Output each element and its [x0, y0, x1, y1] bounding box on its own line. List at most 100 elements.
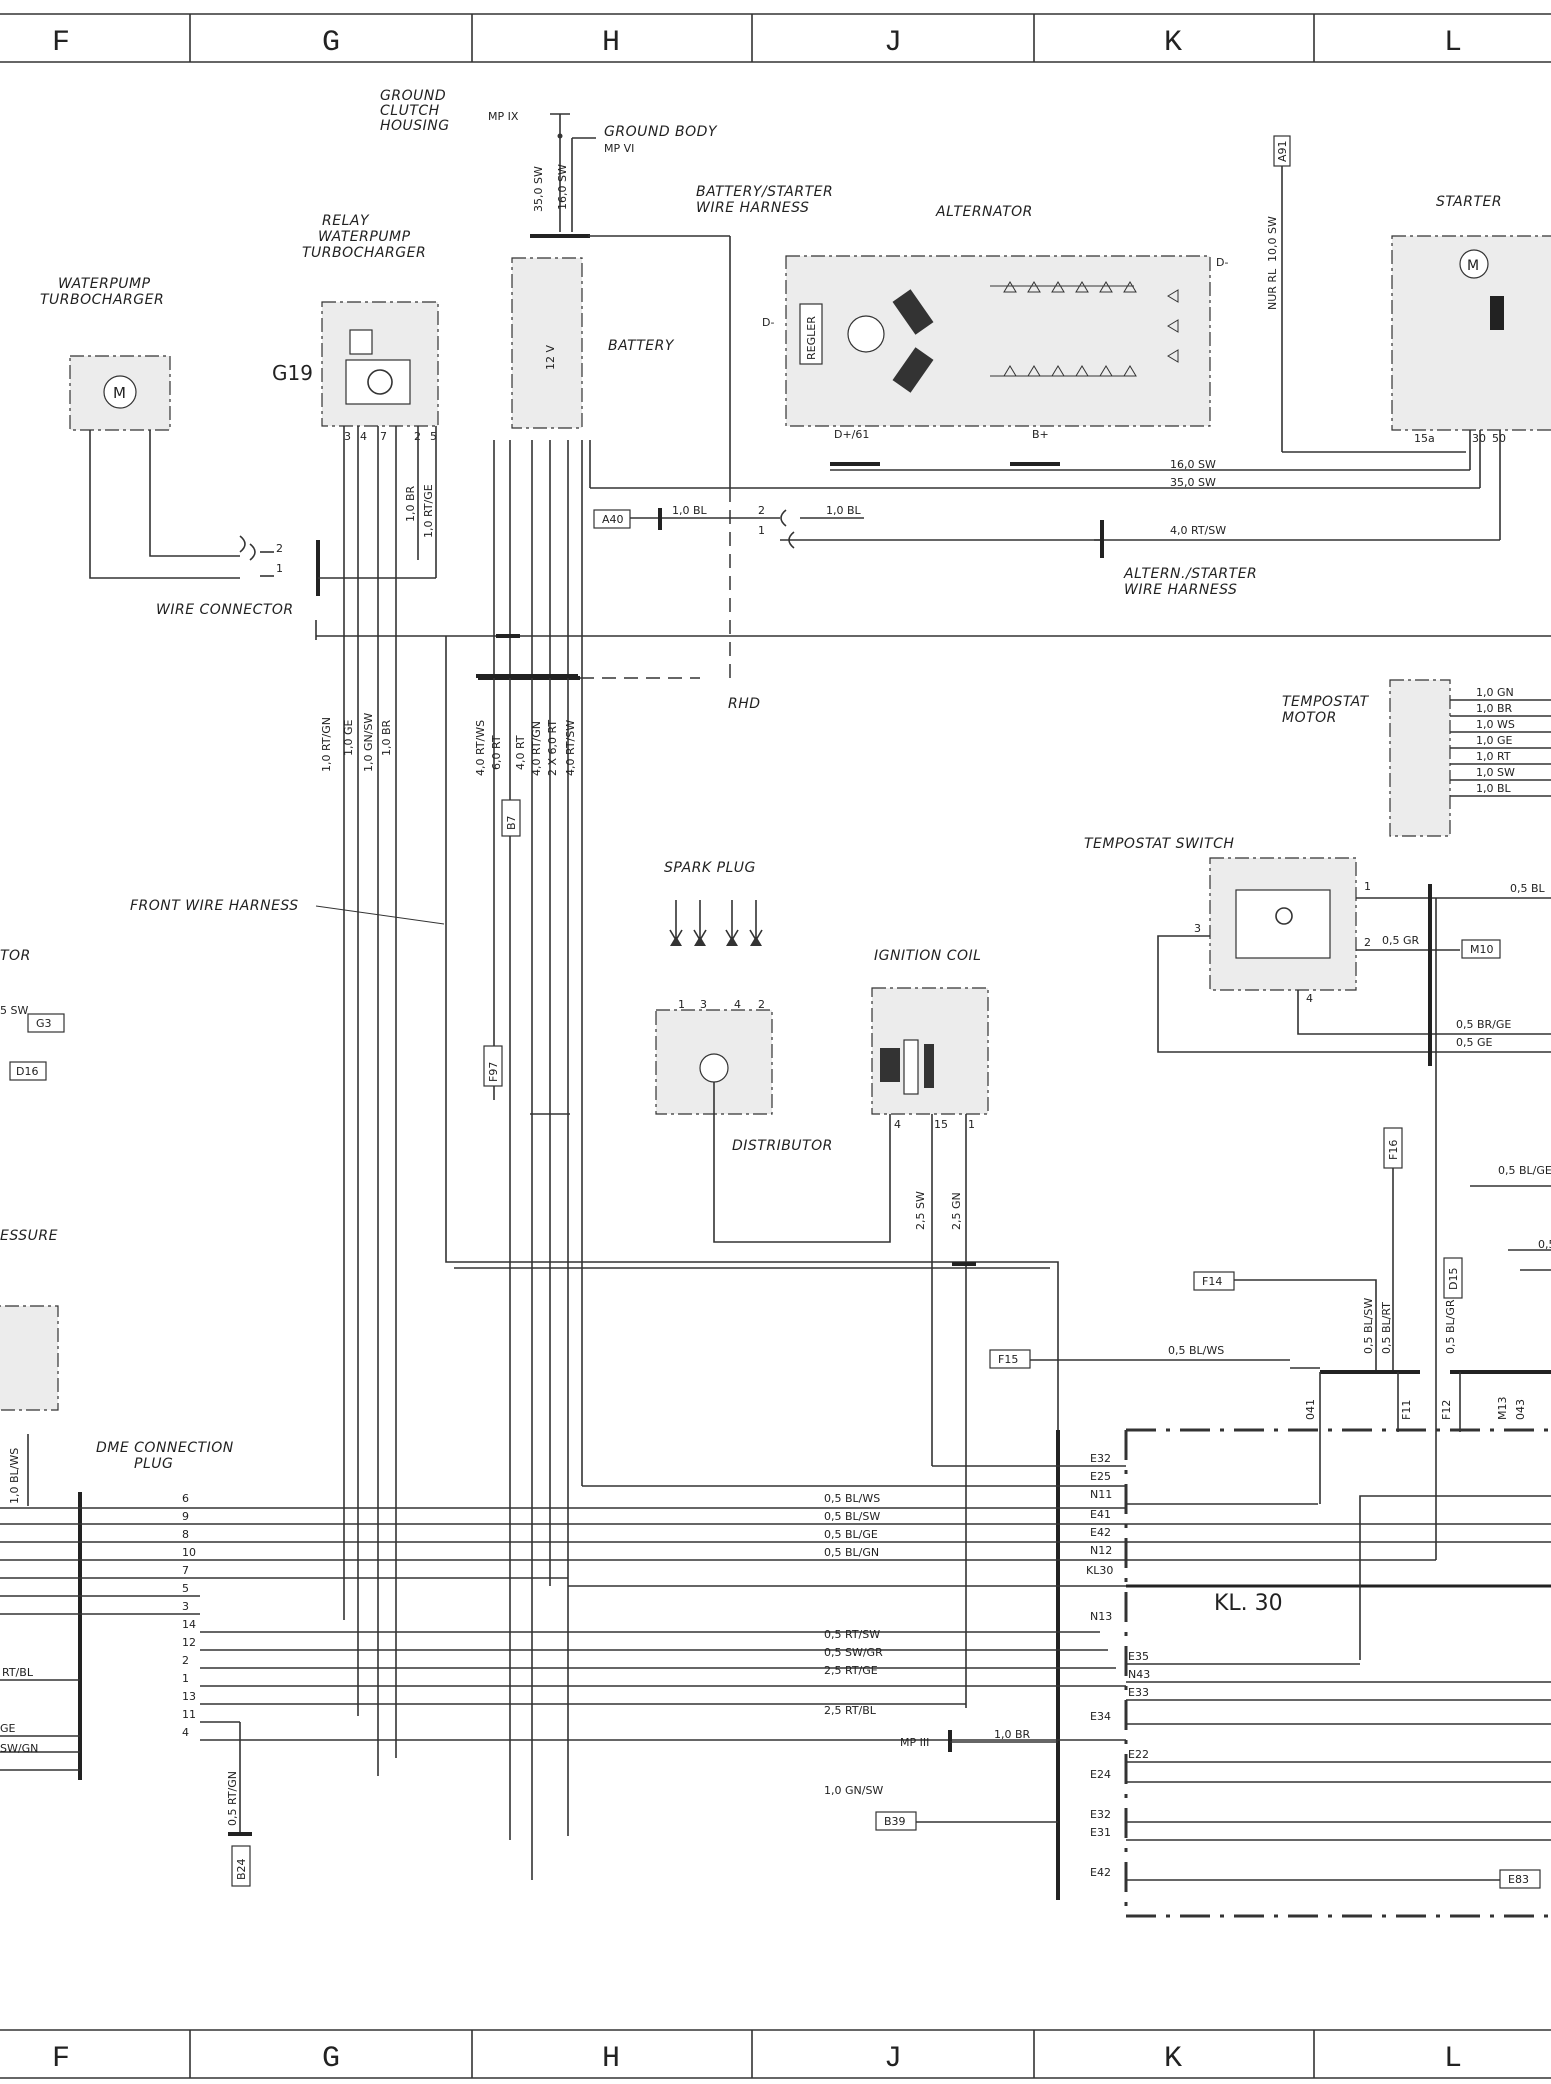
ecu-wires	[568, 1465, 1551, 1881]
ref-box-f15	[989, 1349, 1031, 1369]
starter-motor-icon	[1459, 249, 1489, 279]
label-battery: BATTERY	[608, 338, 675, 354]
label-dme-plug-1: DME CONNECTION	[96, 1440, 234, 1456]
wire-label-k4: 0,5 BL/GR	[1444, 1299, 1457, 1354]
label-mp-iii: MP III	[900, 1736, 929, 1749]
relay-pin-4: 4	[360, 430, 367, 443]
ecu-boundary	[1124, 1428, 1551, 1918]
wire-label-relay-rtge: 1,0 RT/GE	[422, 484, 435, 538]
ref-a40: A40	[602, 513, 624, 526]
label-distributor: DISTRIBUTOR	[732, 1138, 833, 1154]
dist-pin-3: 3	[700, 998, 707, 1011]
wire-label-16sw: 16,0 SW	[556, 164, 569, 210]
ecu-top-m13: M13	[1496, 1397, 1509, 1421]
battery-box	[511, 257, 583, 429]
ref-e83: E83	[1508, 1873, 1529, 1886]
wire-label-k2: 0,5 BL/SW	[1362, 1298, 1375, 1354]
wire-label-t1: 1,0 GN	[1476, 686, 1514, 699]
wire-label-t6: 1,0 SW	[1476, 766, 1515, 779]
wire-label-t4: 1,0 GE	[1476, 734, 1513, 747]
ecu-top-f11: F11	[1400, 1400, 1413, 1420]
col-label-g-bottom: G	[322, 2042, 340, 2076]
label-waterpump-2: TURBOCHARGER	[40, 292, 164, 308]
conn-pin-1: 1	[276, 562, 283, 575]
ecu-top-043: 043	[1514, 1399, 1527, 1420]
label-regler: REGLER	[805, 316, 818, 360]
dme-pin-8: 8	[182, 1528, 189, 1541]
ref-d-minus-right: D-	[1216, 256, 1228, 269]
wire-label-h4: 4,0 RT/GN	[530, 721, 543, 776]
tsw-pin-3: 3	[1194, 922, 1201, 935]
ecu-top-f12: F12	[1440, 1400, 1453, 1420]
wire-label-t7: 1,0 BL	[1476, 782, 1512, 795]
ref-f14: F14	[1202, 1275, 1222, 1288]
dme-pin-2: 2	[182, 1654, 189, 1667]
dme-pin-6: 6	[182, 1492, 189, 1505]
tempostat-switch-icon	[1275, 907, 1293, 925]
power-wiring	[588, 166, 1501, 558]
dme-pin-1: 1	[182, 1672, 189, 1685]
ecu-pin-n43: N43	[1128, 1668, 1150, 1681]
wire-label-k3: 0,5 BL/RT	[1380, 1302, 1393, 1354]
label-battery-harness-1: BATTERY/STARTER	[696, 184, 833, 200]
grid-header: F G H J K L	[0, 13, 1551, 63]
relay-pin-7: 7	[380, 430, 387, 443]
ref-g3: G3	[36, 1017, 52, 1030]
wire-label-35sw-main: 35,0 SW	[1170, 476, 1216, 489]
ignition-coil-winding	[903, 1039, 919, 1095]
regler-box	[799, 303, 823, 365]
label-rhd: RHD	[728, 696, 761, 712]
dist-pin-4: 4	[734, 998, 741, 1011]
label-tempostat-motor-1: TEMPOSTAT	[1282, 694, 1370, 710]
wire-label-h3: 4,0 RT	[514, 735, 527, 770]
wire-label-t2: 1,0 BR	[1476, 702, 1513, 715]
conn-pin-2: 2	[276, 542, 283, 555]
col-label-f-bottom: F	[52, 2042, 70, 2076]
ecu-pin-e25: E25	[1090, 1470, 1111, 1483]
wire-label-s3: 0,5 BR/GE	[1456, 1018, 1511, 1031]
col-label-k: K	[1164, 26, 1182, 60]
relay-transistor-icon	[367, 369, 393, 395]
spark-plug-icons	[669, 900, 763, 946]
ref-f16: F16	[1387, 1140, 1400, 1160]
ecu-pin-e31: E31	[1090, 1826, 1111, 1839]
wire-label-s2: 0,5 GR	[1382, 934, 1420, 947]
col-label-l-bottom: L	[1444, 2042, 1462, 2076]
wire-label-d9: 1,0 BR	[994, 1728, 1031, 1741]
ecu-pin-n12: N12	[1090, 1544, 1112, 1557]
ref-m10: M10	[1470, 943, 1494, 956]
wire-label-h2: 6,0 RT	[490, 735, 503, 770]
dist-pin-2: 2	[758, 998, 765, 1011]
ignition-coil-core-icon	[880, 1048, 900, 1082]
wire-label-k1: 0,5 BL/WS	[1168, 1344, 1224, 1357]
dme-wires	[0, 1434, 1126, 1836]
wire-label-a40-bl-2: 1,0 BL	[826, 504, 862, 517]
wire-label-b2: 1,0 BL/WS	[8, 1448, 21, 1504]
ref-box-f14	[1193, 1271, 1235, 1291]
dist-pin-1: 1	[678, 998, 685, 1011]
ref-box-d15	[1443, 1257, 1463, 1299]
relay-pin-3: 3	[344, 430, 351, 443]
label-tor-partial: TOR	[0, 948, 31, 964]
col-label-j: J	[884, 26, 902, 60]
wire-label-35sw: 35,0 SW	[532, 166, 545, 212]
relay-coil-icon	[349, 329, 373, 355]
label-ignition-coil: IGNITION COIL	[874, 948, 981, 964]
wire-label-c1: 2,5 SW	[914, 1191, 927, 1230]
conn2-plug-icon	[780, 509, 795, 549]
ref-d15: D15	[1447, 1268, 1460, 1290]
label-relay-3: TURBOCHARGER	[302, 245, 426, 261]
conn2-pin-2: 2	[758, 504, 765, 517]
wire-label-t3: 1,0 WS	[1476, 718, 1515, 731]
label-mp-ix: MP IX	[488, 110, 519, 123]
wire-label-s4: 0,5 GE	[1456, 1036, 1493, 1049]
wire-label-d1: 0,5 BL/WS	[824, 1492, 880, 1505]
ref-box-b24	[231, 1845, 251, 1887]
coil-pin-1: 1	[968, 1118, 975, 1131]
wire-label-d4: 0,5 BL/GN	[824, 1546, 879, 1559]
ecu-pin-e35: E35	[1128, 1650, 1149, 1663]
wire-label-h1: 4,0 RT/WS	[474, 720, 487, 776]
wire-label-d8: 2,5 RT/BL	[824, 1704, 877, 1717]
ref-nur-rl: NUR RL	[1266, 268, 1279, 310]
